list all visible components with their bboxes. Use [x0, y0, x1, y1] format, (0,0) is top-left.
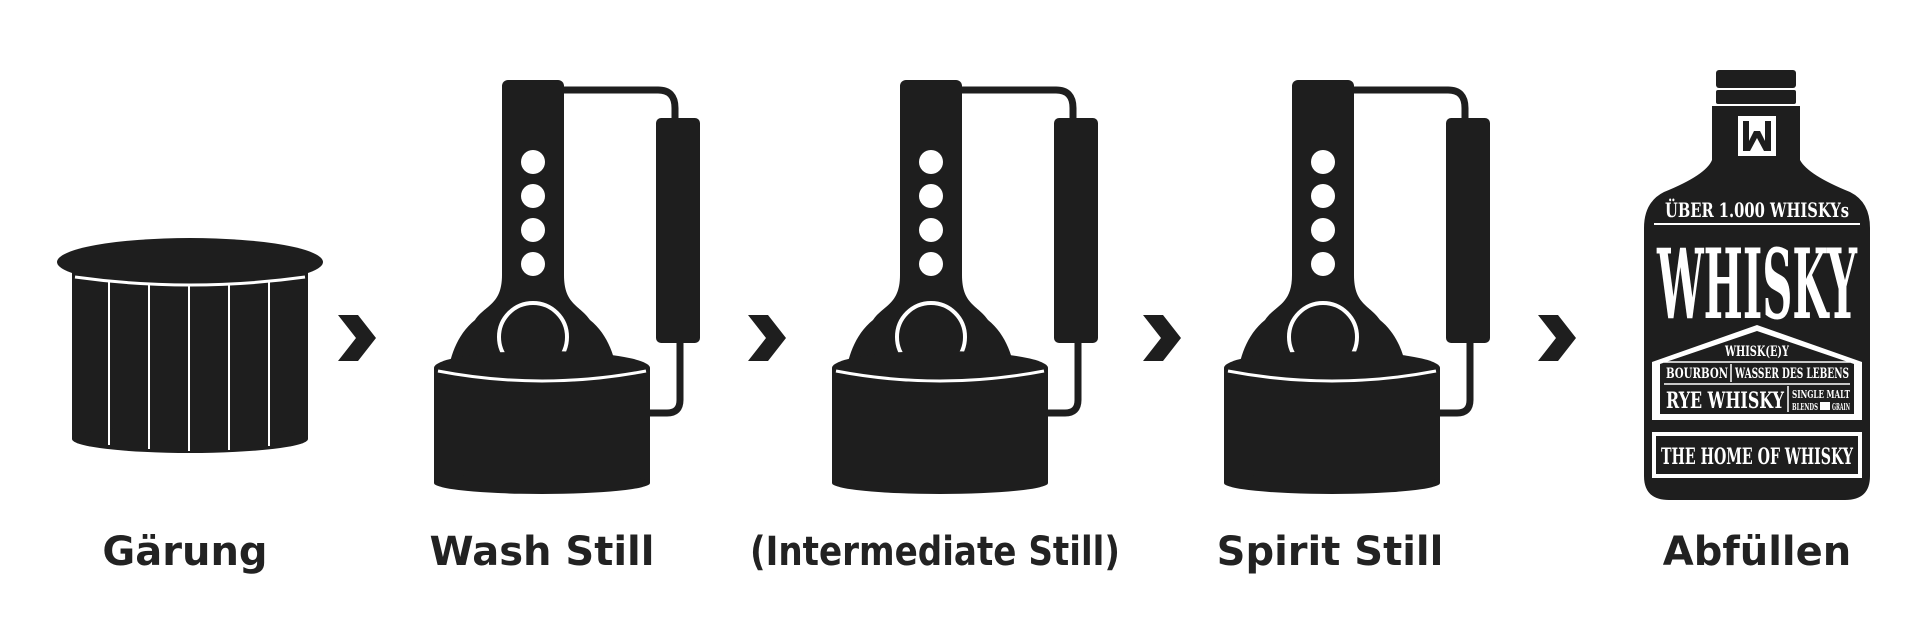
brand-logo: [1738, 116, 1776, 156]
bottle-rye-text: RYE WHISKY: [1666, 388, 1784, 414]
stage-label-wash-still: Wash Still: [430, 529, 655, 575]
chevron-right-icon: [1538, 315, 1576, 361]
chevron-right-icon: [1143, 315, 1181, 361]
whisky-bottle-icon: ÜBER 1.000 WHISKYs WHISKY WHISK(E)Y BOUR…: [1644, 70, 1870, 500]
stage-label-intermediate-still: (Intermediate Still): [750, 529, 1120, 575]
chevron-right-icon: [748, 315, 786, 361]
stage-label-spirit-still: Spirit Still: [1217, 529, 1444, 575]
pot-still-icon: [832, 80, 1098, 494]
bottle-footer-text: THE HOME OF WHISKY: [1661, 444, 1853, 470]
bottle-main-text: WHISKY: [1657, 228, 1858, 341]
bottle-bourbon-text: BOURBON: [1666, 366, 1728, 382]
bottle-blends-text: BLENDS: [1792, 403, 1818, 413]
bottle-wasser-text: WASSER DES LEBENS: [1734, 366, 1849, 382]
stage-label-bottling: Abfüllen: [1663, 529, 1852, 575]
bottle-grain-text: GRAIN: [1832, 403, 1850, 413]
bottle-malt-text: SINGLE MALT: [1792, 388, 1851, 401]
bottle-neck-text: ÜBER 1.000 WHISKYs: [1665, 197, 1849, 222]
bottle-sub-text: WHISK(E)Y: [1724, 344, 1789, 360]
pot-still-icon: [1224, 80, 1490, 494]
stage-label-fermentation: Gärung: [102, 529, 267, 575]
pot-still-icon: [434, 80, 700, 494]
fermentation-vat-icon: [57, 238, 323, 453]
chevron-right-icon: [338, 315, 376, 361]
